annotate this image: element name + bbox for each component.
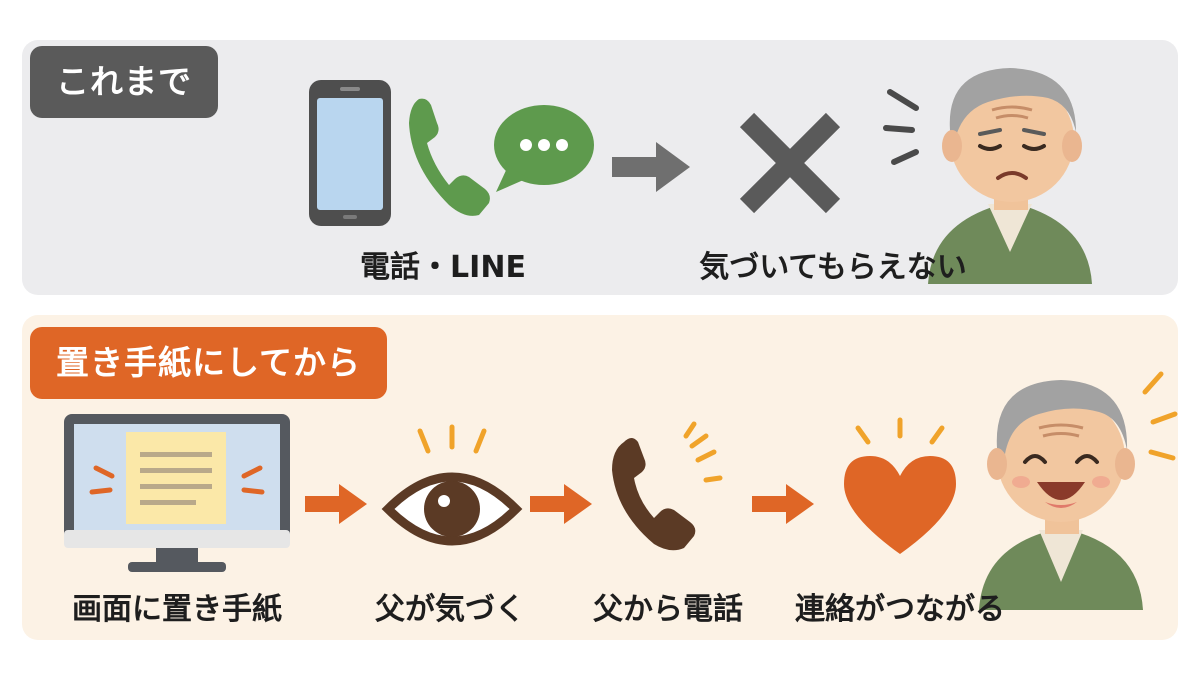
sad-elderly-man-icon xyxy=(883,68,1092,284)
arrow-right-icon xyxy=(305,484,367,524)
after-label: 置き手紙にしてから xyxy=(30,327,388,399)
arrow-right-icon xyxy=(752,484,814,524)
caption-note-on-screen: 画面に置き手紙 xyxy=(72,592,282,627)
arrow-right-icon xyxy=(612,142,690,192)
smartphone-icon xyxy=(309,80,391,226)
phone-handset-icon xyxy=(612,421,723,551)
caption-not-noticed: 気づいてもらえない xyxy=(699,250,967,285)
green-phone-icon xyxy=(409,98,490,216)
arrow-right-icon xyxy=(530,484,592,524)
eye-icon xyxy=(381,424,523,546)
happy-elderly-man-icon xyxy=(979,371,1178,610)
monitor-with-note-icon xyxy=(64,414,290,572)
caption-call-from-father: 父から電話 xyxy=(593,592,743,627)
caption-phone-line: 電話・LINE xyxy=(360,250,526,285)
before-label: これまで xyxy=(30,46,218,118)
caption-father-notices: 父が気づく xyxy=(375,592,525,627)
cross-icon xyxy=(739,112,841,214)
caption-connected: 連絡がつながる xyxy=(795,592,1005,627)
heart-icon xyxy=(844,417,956,554)
chat-bubble-icon xyxy=(494,105,594,192)
